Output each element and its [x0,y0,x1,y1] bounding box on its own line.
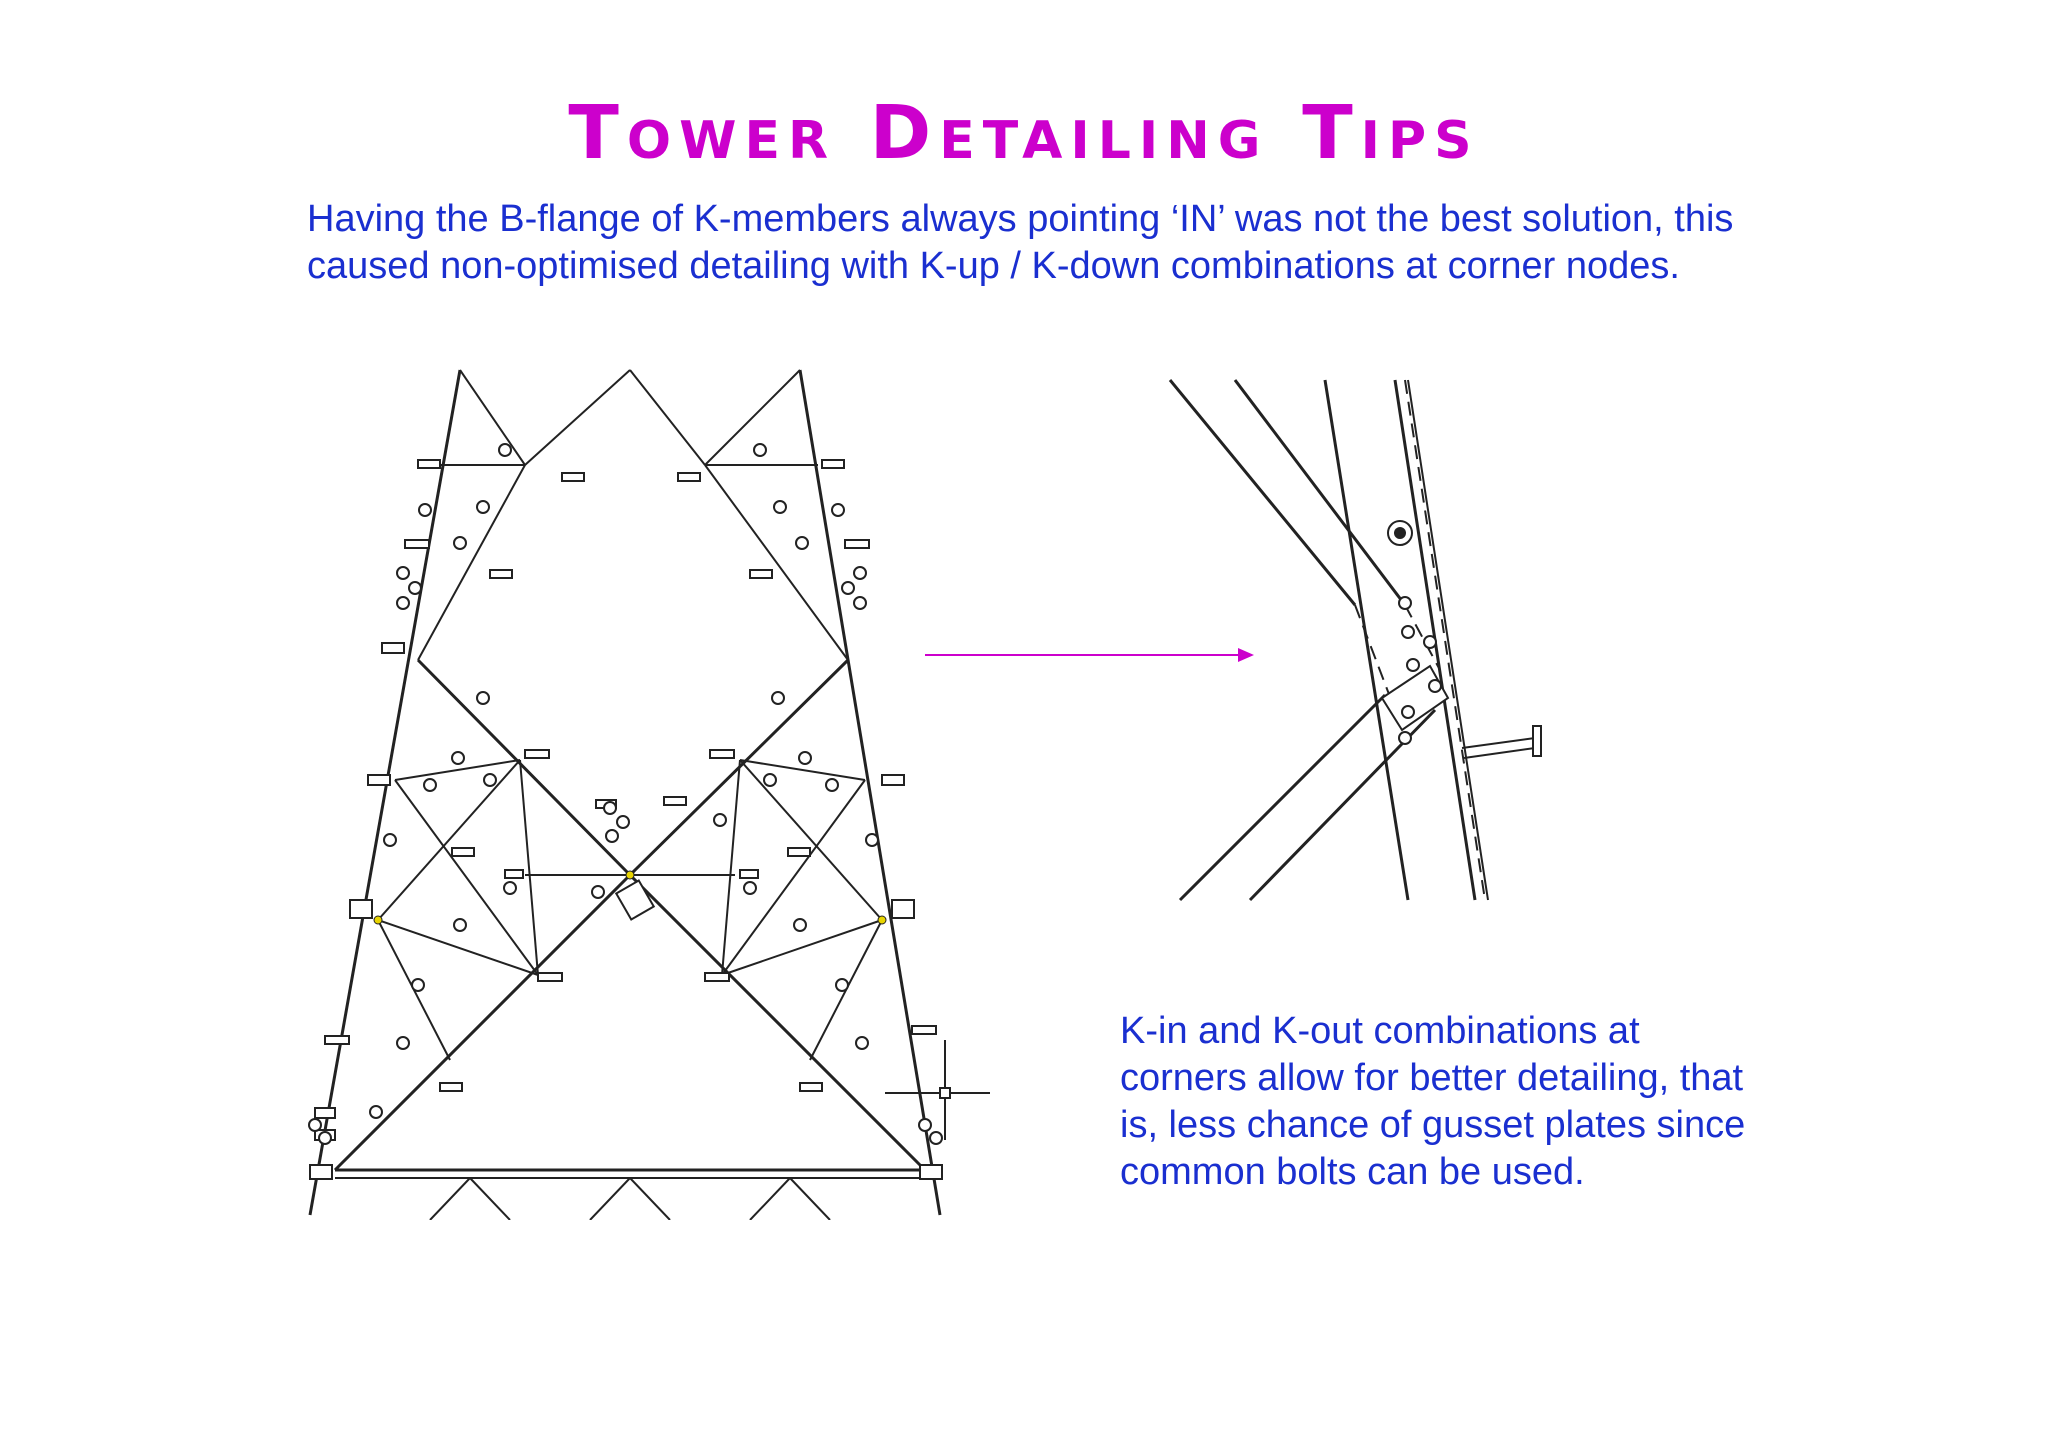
tower-right-leg [798,369,942,1216]
slide-title: Tower Detailing Tips [568,90,1480,176]
lower-stub-1 [429,1177,471,1220]
centre-peak-left [524,369,631,466]
bolt-holes [1398,596,1442,745]
right-sub-diag-b [739,759,883,921]
lower-stub-6 [789,1177,831,1220]
left-sub-diag-c [377,919,539,976]
lower-stub-2 [469,1177,511,1220]
right-sub-diag-c [721,919,883,976]
leg-bolt-icon [1387,520,1413,546]
lower-stub-3 [589,1177,631,1220]
upper-diagonal-1 [1168,379,1357,606]
arrow-right-icon [925,648,1254,662]
right-sub-diag-a [721,779,866,976]
upper-diagonal-hidden-1 [1354,604,1396,711]
left-peak-brace [459,369,526,466]
left-sub-diag-b [377,759,521,921]
centre-peak-right [629,369,706,466]
corner-node-bolted-detail [1168,379,1542,902]
leg-flange-line-3 [1407,379,1489,901]
right-sub-horizontal [739,759,866,781]
main-x-brace-d [628,873,927,1172]
part-number-markers [308,443,943,1145]
step-bolt-icon [1461,725,1542,759]
lower-stub-5 [749,1177,791,1220]
connection-nodes [373,870,951,1099]
upper-diagonal-hidden-2 [1404,604,1441,671]
right-sub-vertical [721,759,741,976]
leg-hidden-line [1404,379,1486,901]
left-sub-horizontal [394,759,521,781]
lower-diagonal-1 [1178,693,1387,902]
tower-k-bracing-drawing [308,369,990,1220]
intro-paragraph: Having the B-flange of K-members always … [307,198,1734,287]
main-x-brace-c [333,873,632,1172]
upper-right-diagonal [704,464,849,661]
leg-flange-line-1 [1323,379,1410,901]
left-sub-vertical [519,759,539,976]
main-x-brace-a [416,658,632,877]
conclusion-paragraph: K-in and K-out combinations at corners a… [1120,1010,1746,1193]
right-peak-brace [704,369,801,466]
tower-left-leg [308,369,462,1216]
left-sub-diag-a [394,779,539,976]
upper-left-diagonal [417,464,526,661]
lower-stub-4 [629,1177,671,1220]
upper-diagonal-2 [1233,379,1407,606]
lower-diagonal-end-plate [1380,664,1450,732]
